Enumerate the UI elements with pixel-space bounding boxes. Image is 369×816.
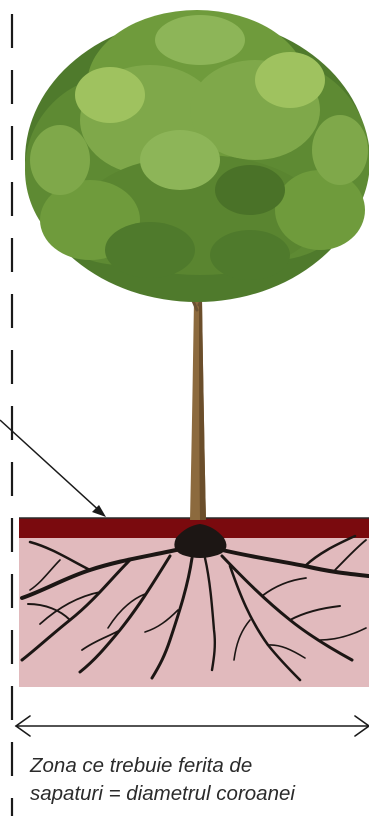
double-headed-arrow-icon <box>16 716 369 736</box>
trunk-shade <box>199 300 206 520</box>
pointer-arrow-icon <box>0 420 106 517</box>
caption-line-2: sapaturi = diametrul coroanei <box>30 782 369 806</box>
tree-icon <box>25 10 369 302</box>
caption-line-1: Zona ce trebuie ferita de <box>30 754 369 778</box>
soil-layer <box>19 536 369 687</box>
